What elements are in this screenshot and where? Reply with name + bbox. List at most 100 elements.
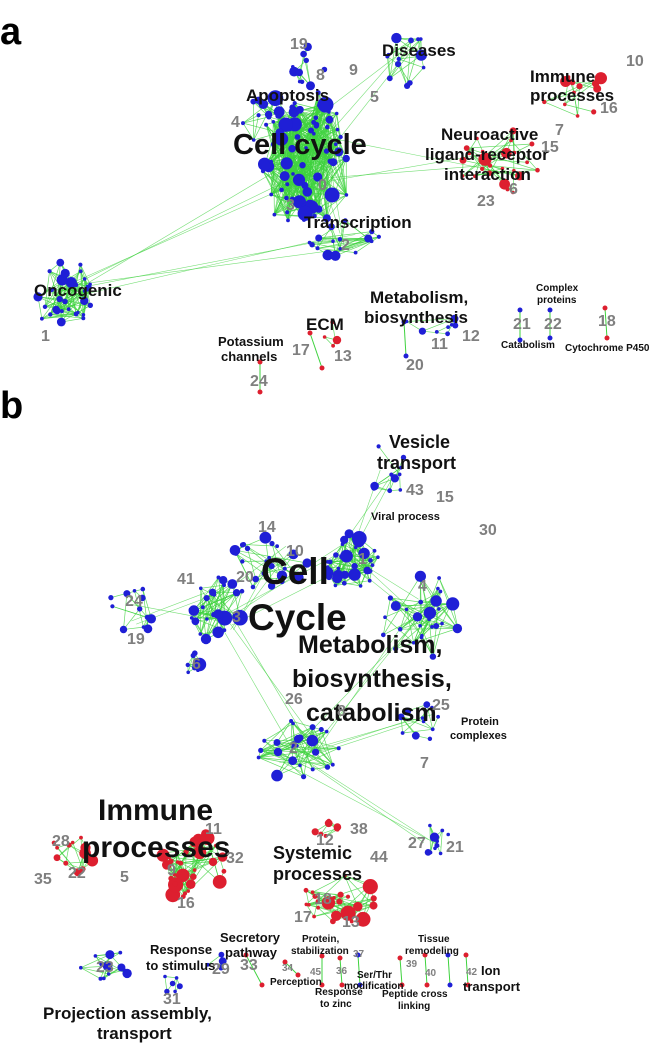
- blue-node: [88, 285, 92, 289]
- blue-node: [433, 846, 437, 851]
- blue-node: [275, 113, 281, 119]
- blue-node: [200, 633, 212, 645]
- blue-node: [118, 950, 123, 955]
- red-node: [70, 840, 75, 845]
- blue-node: [119, 625, 128, 634]
- red-node: [460, 174, 465, 178]
- network-edge: [421, 635, 434, 657]
- blue-node: [400, 454, 407, 461]
- blue-node: [47, 269, 52, 274]
- network-edge: [253, 132, 280, 141]
- red-node: [189, 836, 201, 848]
- red-node: [221, 868, 227, 874]
- blue-node: [332, 569, 344, 581]
- network-edge: [287, 136, 298, 221]
- network-edge: [336, 113, 341, 138]
- red-node: [319, 982, 325, 988]
- num-b-22: 22: [68, 865, 86, 882]
- blue-node: [429, 832, 440, 842]
- red-node: [355, 911, 371, 927]
- blue-node: [321, 66, 328, 73]
- blue-node: [372, 548, 377, 553]
- num-b-26: 26: [285, 691, 303, 708]
- num-a-5: 5: [370, 89, 379, 106]
- network-edge: [359, 570, 413, 614]
- network-edge: [242, 116, 269, 124]
- label-b-secretory-pathway: Secretory pathway: [220, 930, 284, 960]
- network-edge: [312, 891, 374, 906]
- num-b-4: 4: [418, 578, 427, 595]
- network-edge: [382, 597, 391, 635]
- network-edge: [219, 608, 322, 749]
- num-b-35: 35: [34, 871, 52, 888]
- blue-node: [397, 713, 405, 721]
- blue-node: [302, 187, 313, 197]
- blue-node: [213, 609, 223, 619]
- num-a-10: 10: [626, 53, 644, 70]
- blue-node: [299, 162, 306, 169]
- red-node: [478, 152, 492, 166]
- blue-node: [174, 976, 179, 980]
- blue-node: [306, 81, 315, 91]
- blue-node: [273, 747, 283, 757]
- network-edge: [80, 967, 101, 980]
- red-node: [259, 982, 265, 988]
- blue-node: [401, 319, 407, 325]
- network-edge: [264, 723, 294, 742]
- red-node: [186, 889, 190, 893]
- blue-node: [176, 983, 183, 990]
- blue-node: [267, 582, 276, 590]
- blue-node: [302, 217, 306, 222]
- blue-node: [336, 746, 341, 751]
- blue-node: [81, 313, 86, 317]
- blue-node: [430, 705, 434, 710]
- blue-node: [275, 128, 285, 138]
- network-edge: [429, 825, 431, 853]
- blue-node: [342, 154, 350, 163]
- blue-node: [347, 533, 351, 537]
- blue-node: [547, 307, 553, 313]
- network-edge: [50, 313, 77, 315]
- red-node: [310, 890, 315, 895]
- network-edge: [401, 716, 424, 722]
- network-edge: [80, 264, 91, 285]
- red-node: [190, 874, 195, 878]
- label-b-cell-line1: Cell: [261, 551, 329, 592]
- blue-node: [301, 774, 307, 780]
- blue-node: [391, 32, 402, 44]
- label-b-proj-line2: transport: [97, 1024, 172, 1043]
- network-edge: [200, 588, 207, 640]
- blue-node: [340, 549, 353, 563]
- network-edge: [420, 591, 441, 603]
- blue-node: [295, 68, 304, 77]
- red-node: [500, 166, 505, 171]
- red-node: [331, 910, 342, 921]
- network-edge: [304, 606, 427, 759]
- blue-node: [446, 832, 451, 837]
- red-node: [214, 843, 218, 848]
- network-edge: [424, 954, 428, 986]
- network-edge: [68, 264, 81, 310]
- network-edge: [123, 608, 140, 630]
- network-edge: [395, 603, 451, 607]
- red-node: [340, 905, 356, 921]
- blue-node: [383, 615, 387, 619]
- network-edge: [345, 549, 418, 616]
- network-edge: [260, 726, 313, 751]
- blue-node: [286, 218, 290, 223]
- label-b-metab-line3: catabolism: [306, 699, 437, 727]
- network-edge: [270, 119, 330, 163]
- network-edge: [41, 313, 77, 320]
- red-node: [185, 879, 196, 889]
- network-edge: [466, 147, 483, 170]
- blue-node: [438, 851, 443, 856]
- num-a-22: 22: [544, 316, 562, 333]
- blue-node: [397, 472, 402, 477]
- label-b-response-line1: Response: [150, 942, 212, 957]
- num-a-21: 21: [513, 316, 531, 333]
- label-a-ecm: ECM: [306, 315, 344, 334]
- network-edge: [294, 151, 501, 188]
- blue-node: [284, 195, 289, 201]
- red-node: [316, 905, 320, 910]
- blue-node: [56, 317, 66, 327]
